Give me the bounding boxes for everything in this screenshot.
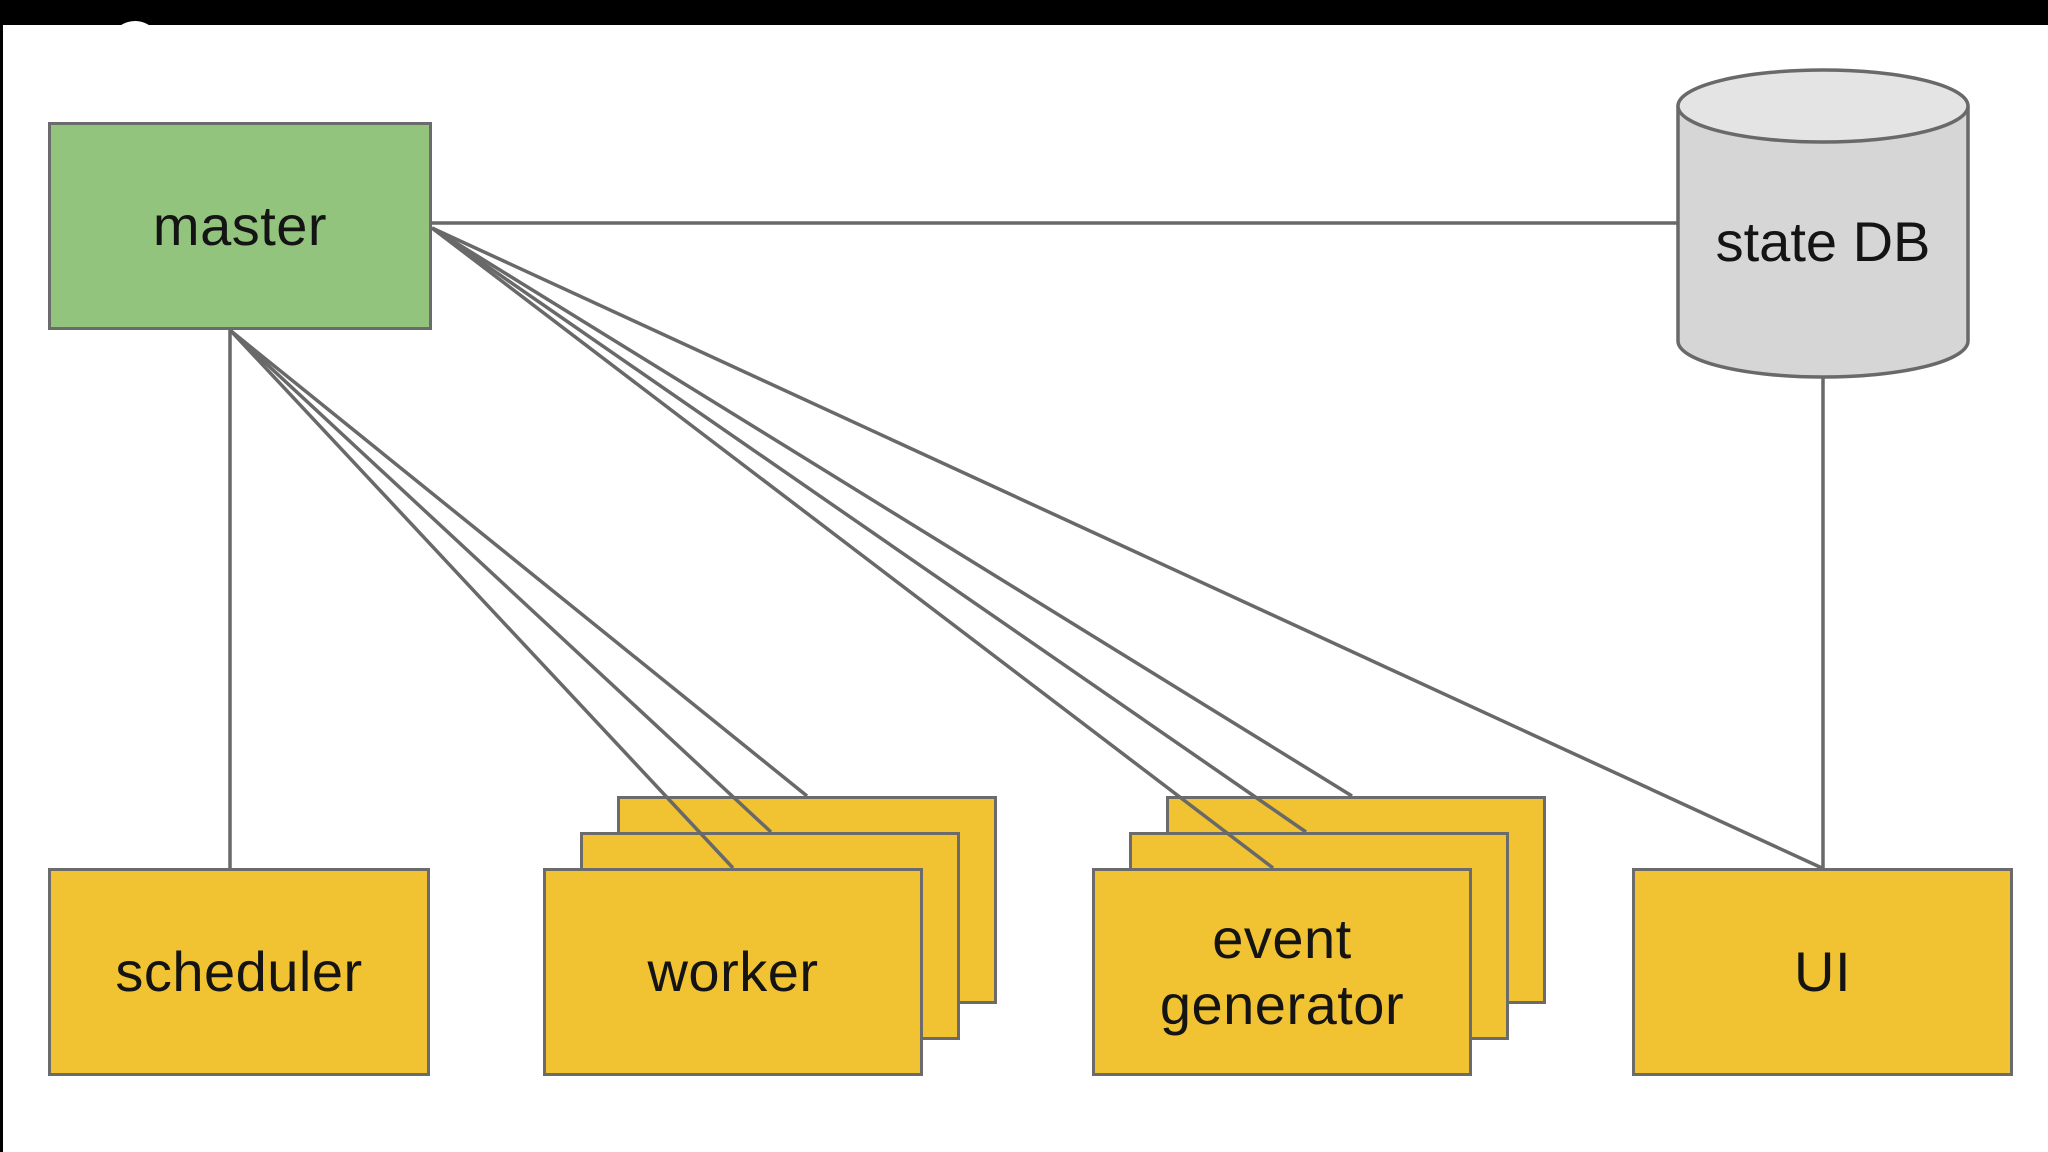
edge-master-ui [431, 226, 1823, 870]
node-ui-label: UI [1794, 940, 1851, 1004]
edge-master-event-generator-2 [431, 226, 1307, 834]
edge-master-event-generator-3 [431, 226, 1353, 798]
node-state-db-label: state DB [1715, 210, 1931, 273]
letterbox-left-bar [0, 0, 3, 1152]
node-scheduler: scheduler [48, 868, 430, 1076]
node-event-generator: event generator [1092, 868, 1472, 1076]
edge-master-worker-1 [229, 329, 735, 870]
node-master-label: master [152, 194, 328, 258]
edges [228, 221, 1825, 870]
edge-master-event-generator-1 [430, 226, 1275, 870]
node-worker-label: worker [647, 940, 819, 1004]
edge-master-worker-2 [229, 329, 773, 834]
node-worker: worker [543, 868, 923, 1076]
event-generator-label-line2: generator [1159, 973, 1405, 1036]
node-ui: UI [1632, 868, 2013, 1076]
edge-master-worker-3 [229, 329, 809, 798]
node-scheduler-label: scheduler [115, 940, 363, 1004]
event-generator-label-line1: event [1212, 906, 1352, 970]
top-bar-notch [109, 21, 161, 73]
node-event-generator-label: event generator [1160, 906, 1404, 1038]
letterbox-top-bar [0, 0, 2048, 25]
node-master: master [48, 122, 432, 330]
